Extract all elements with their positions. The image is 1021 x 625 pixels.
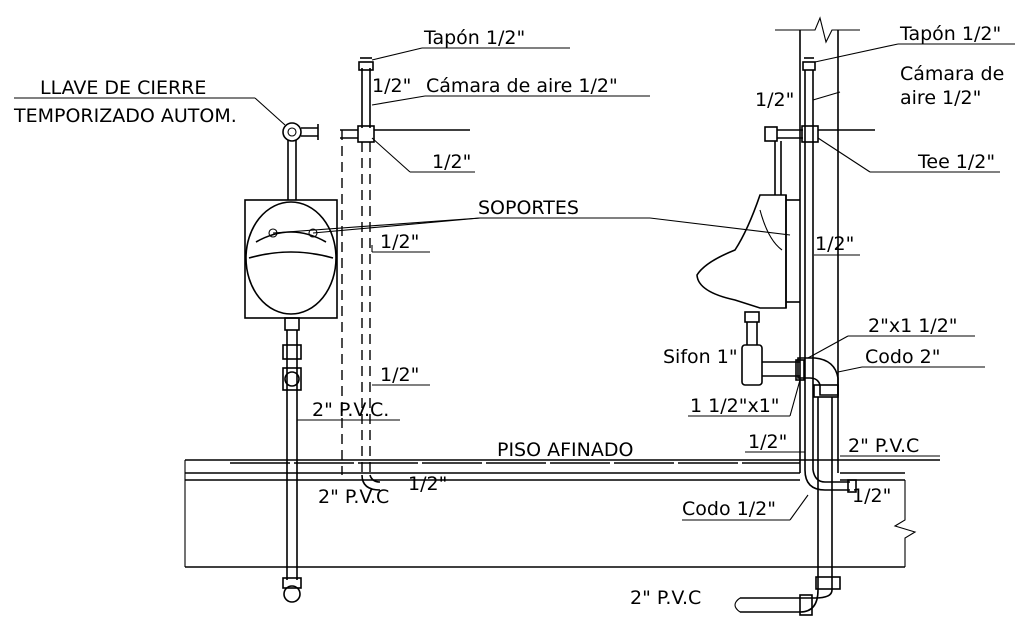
right-urinal (696, 126, 803, 386)
pvc-bottom-left-label: 2" P.V.C (318, 486, 389, 508)
shutoff-valve-icon (282, 122, 302, 142)
piso-label: PISO AFINADO (497, 439, 633, 461)
pipe-mid-1-label: 1/2" (380, 231, 419, 253)
camara-right-label-1: Cámara de (900, 63, 1004, 85)
llave-label-line1: LLAVE DE CIERRE (40, 77, 206, 99)
left-urinal (244, 122, 338, 603)
codo-half-label: Codo 1/2" (682, 498, 776, 520)
camara-right-size-label: 1/2" (755, 89, 794, 111)
tee-left-label: 1/2" (432, 151, 471, 173)
reducer-2-label: 1 1/2"x1" (690, 395, 780, 417)
tee-right-label: Tee 1/2" (917, 151, 995, 173)
half-bottom-left-label: 1/2" (408, 473, 447, 495)
reducer-1-label: 2"x1 1/2" (868, 315, 958, 337)
llave-label-line2: TEMPORIZADO AUTOM. (13, 105, 237, 127)
codo-2-label: Codo 2" (865, 346, 940, 368)
drain-end-icon (283, 585, 301, 603)
half-right-bottom-label: 1/2" (852, 485, 891, 507)
tapon-left-label: Tapón 1/2" (423, 27, 525, 49)
pvc-right-label: 2" P.V.C (848, 435, 919, 457)
tapon-right-label: Tapón 1/2" (899, 23, 1001, 45)
camara-left-size-label: 1/2" (372, 75, 411, 97)
pvc-bottom-label: 2" P.V.C (630, 587, 701, 609)
pvc-left-label: 2" P.V.C. (312, 399, 389, 421)
soportes-label: SOPORTES (478, 197, 579, 219)
floor-slab (184, 459, 940, 568)
drain-stack (734, 357, 841, 616)
right-wall (775, 16, 860, 473)
half-floor-right-label: 1/2" (748, 431, 787, 453)
labels: LLAVE DE CIERRE TEMPORIZADO AUTOM. Tapón… (13, 23, 1004, 609)
pipe-mid-2-label: 1/2" (380, 364, 419, 386)
camara-right-label-2: aire 1/2" (900, 87, 981, 109)
sifon-label: Sifon 1" (663, 346, 738, 368)
left-supply-riser (340, 57, 470, 491)
leader-lines (14, 43, 1015, 521)
right-supply-riser (801, 57, 875, 493)
camara-left-label: Cámara de aire 1/2" (426, 75, 618, 97)
pipe-right-label: 1/2" (815, 233, 854, 255)
